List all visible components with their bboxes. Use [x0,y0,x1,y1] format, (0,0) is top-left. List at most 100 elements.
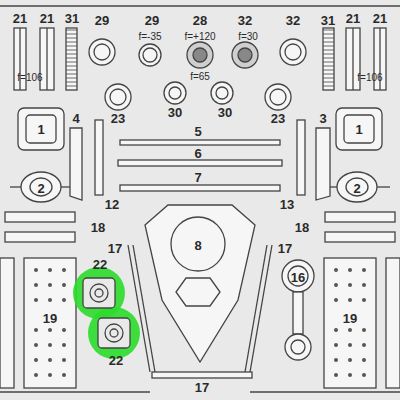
callout-number: 23 [271,112,285,125]
gear-tooth [66,30,77,31]
callout-number: 5 [194,125,201,138]
gear-tooth [323,42,334,43]
hole [48,343,52,347]
callout-number: 18 [295,221,309,234]
hole [62,343,66,347]
gear-tooth [323,50,334,51]
hole [34,268,38,272]
hole [334,328,338,332]
gear-tooth [323,70,334,71]
hole [348,268,352,272]
gear-tooth [323,74,334,75]
callout-number: 19 [343,312,357,325]
callout-number: f=-35 [138,32,161,42]
gear-tooth [323,86,334,87]
callout-number: 31 [321,14,335,27]
gear-tooth [66,54,77,55]
hole [362,358,366,362]
hole [362,343,366,347]
gear-tooth [323,66,334,67]
callout-number: 12 [105,198,119,211]
gear-tooth [66,62,77,63]
hole [362,268,366,272]
callout-number: 2 [353,182,360,195]
callout-number: f=106 [357,73,382,83]
gear-tooth [66,50,77,51]
hole [362,283,366,287]
callout-number: 1 [355,123,362,136]
hole [348,343,352,347]
callout-number: 31 [65,12,79,25]
callout-number: 17 [278,242,292,255]
hole [48,283,52,287]
hole [362,373,366,377]
callout-number: 23 [111,112,125,125]
hole [34,343,38,347]
callout-number: f=106 [17,73,42,83]
callout-number: 16 [291,271,305,284]
hole [334,283,338,287]
callout-number: 13 [280,198,294,211]
callout-number: 32 [238,14,252,27]
gear-tooth [323,30,334,31]
gear-tooth [323,62,334,63]
callout-number: 4 [72,112,79,125]
callout-number: 6 [194,147,201,160]
hole [348,328,352,332]
hole [48,328,52,332]
hole [34,358,38,362]
hole [334,268,338,272]
gear-tooth [66,58,77,59]
gear-tooth [323,78,334,79]
callout-number: 21 [346,12,360,25]
callout-number: 17 [108,242,122,255]
callout-number: 22 [109,354,123,367]
gear-tooth [66,42,77,43]
callout-number: 19 [43,312,57,325]
callout-number: 7 [194,171,201,184]
hole [34,373,38,377]
hole [362,328,366,332]
callout-number: 29 [95,14,109,27]
hole [34,283,38,287]
callout-number: f=65 [190,72,210,82]
gear-tooth [66,74,77,75]
callout-number: 18 [91,221,105,234]
callout-number: 22 [93,258,107,271]
hole [334,373,338,377]
hole [348,358,352,362]
gear-tooth [323,38,334,39]
hole [362,298,366,302]
gear-tooth [66,46,77,47]
hole [62,283,66,287]
hole [48,358,52,362]
gear-tooth [66,38,77,39]
callout-number: f=30 [238,32,258,42]
hole [348,283,352,287]
hole [62,298,66,302]
callout-number: f=+120 [184,32,215,42]
callout-number: 29 [145,14,159,27]
callout-number: 3 [319,112,326,125]
hole [48,268,52,272]
gear-tooth [66,78,77,79]
hole [48,373,52,377]
gear-tooth [66,70,77,71]
hole [48,298,52,302]
hole [62,268,66,272]
callout-number: 30 [218,106,232,119]
gear-tooth [323,46,334,47]
hole [348,298,352,302]
hole [34,328,38,332]
callout-number: 21 [13,12,27,25]
gear-tooth [323,82,334,83]
callout-number: 1 [37,123,44,136]
callout-number: 21 [40,12,54,25]
hole [62,373,66,377]
gear-tooth [323,58,334,59]
gear-tooth [66,34,77,35]
hole [34,298,38,302]
gear-tooth [66,86,77,87]
callout-number: 30 [168,106,182,119]
